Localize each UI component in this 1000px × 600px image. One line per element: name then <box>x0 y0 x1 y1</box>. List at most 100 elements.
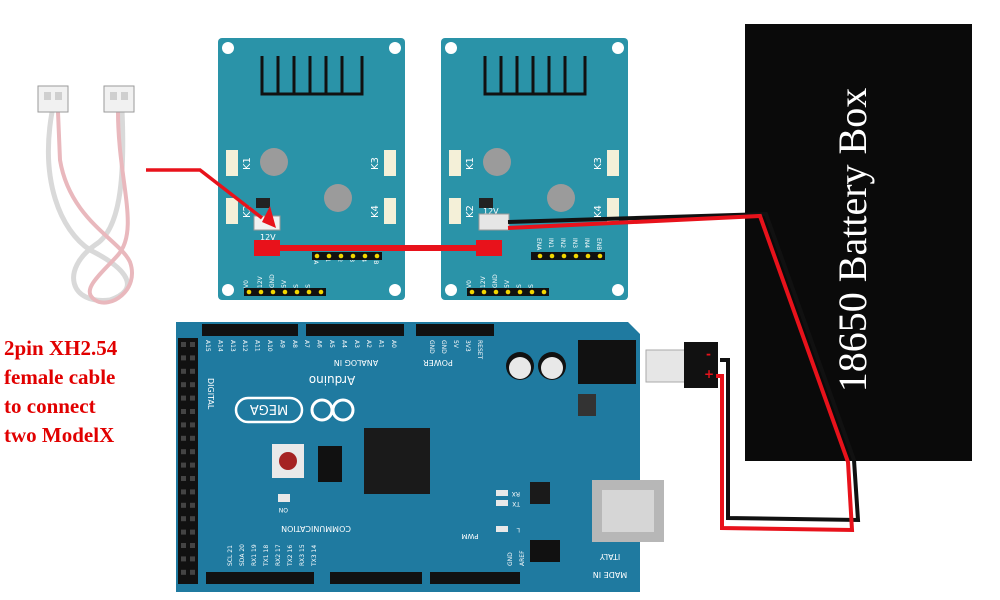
power-pin-label: GND <box>428 340 435 354</box>
battery-body <box>745 24 972 461</box>
header-hole <box>181 569 186 575</box>
header-pwm-2 <box>430 572 520 584</box>
power-label: GND <box>269 274 276 288</box>
power-label: 5V <box>281 279 288 288</box>
input-label: ENA <box>535 238 542 251</box>
header-hole <box>190 569 195 575</box>
header-hole <box>181 489 186 495</box>
relay-label: K4 <box>593 205 604 218</box>
icsp-header <box>318 446 342 482</box>
comm-pin-label: SCL 21 <box>227 545 234 566</box>
l-led <box>496 526 508 532</box>
header-hole <box>181 409 186 414</box>
header-power <box>416 324 494 336</box>
header-hole <box>181 502 186 508</box>
analog-pin-label: A0 <box>390 340 397 348</box>
section-pwm: PWM <box>461 532 478 540</box>
input-label: IN1 <box>547 238 554 248</box>
capacitor-top <box>509 357 531 379</box>
plug-barrel <box>645 349 687 383</box>
input-label: IN4 <box>583 238 590 248</box>
icsp-header-2 <box>530 540 560 562</box>
connector-slot <box>110 92 117 100</box>
header-hole <box>181 529 186 535</box>
voltage-regulator <box>578 394 596 416</box>
on-led-label: ON <box>279 506 288 513</box>
caption-line: 2pin XH2.54 <box>4 336 118 360</box>
capacitor <box>324 184 352 212</box>
analog-pin-label: A15 <box>204 340 211 352</box>
connector-slot <box>44 92 51 100</box>
header-hole <box>181 355 186 361</box>
tx-led <box>496 500 508 506</box>
power-labels: V0 12V GND 5V S S <box>243 274 312 288</box>
input-labels: ENA IN1 IN2 IN3 IN4 ENB <box>535 238 602 251</box>
analog-pin-label: A3 <box>353 340 360 348</box>
header-hole <box>190 342 195 347</box>
power-label: S <box>293 284 300 288</box>
terminal-block <box>384 150 396 176</box>
header-hole <box>190 382 195 388</box>
mount-hole <box>612 42 624 54</box>
l-led-label: L <box>516 526 520 533</box>
header-hole <box>190 489 195 495</box>
header-communication <box>206 572 314 584</box>
power-pin-label: GND <box>440 340 447 354</box>
analog-pin-label: A11 <box>254 340 261 352</box>
plug-neg-label: - <box>706 347 711 361</box>
header-hole <box>190 476 195 481</box>
driver-board-1: K1 K2 K3 K4 12V ENA IN1 IN2 IN3 IN4 ENB … <box>218 38 405 300</box>
driver-board-pcb <box>218 38 405 300</box>
header-hole <box>190 409 195 414</box>
comm-pin-label: TX2 16 <box>287 545 294 567</box>
pointer-arrow <box>262 206 276 228</box>
section-analog-in: ANALOG IN <box>334 358 379 367</box>
power-label: V0 <box>466 280 473 288</box>
heatsink <box>483 56 587 96</box>
relay-label: K3 <box>593 157 604 170</box>
relay-label: K2 <box>242 205 253 218</box>
terminal-block <box>226 150 238 176</box>
connector-slot <box>55 92 62 100</box>
power-label: 12V <box>480 275 487 288</box>
header-hole <box>181 543 186 548</box>
heatsink <box>260 56 364 96</box>
capacitor <box>547 184 575 212</box>
power-label: GND <box>492 274 499 288</box>
voltage-label: 12V <box>260 233 276 242</box>
terminal-block <box>449 150 461 176</box>
capacitor <box>483 148 511 176</box>
jumper <box>256 198 270 208</box>
terminal-block <box>607 150 619 176</box>
power-label: S <box>305 284 312 288</box>
dc-jack <box>578 340 636 384</box>
power-pin-label: 3V3 <box>464 340 471 352</box>
section-communication: COMMUNICATION <box>281 524 351 533</box>
country-label: ITALY <box>600 552 620 561</box>
comm-pin-label: SDA 20 <box>239 544 246 566</box>
battery-label: 18650 Battery Box <box>830 88 875 392</box>
xh-socket <box>478 213 510 231</box>
header-hole <box>190 449 195 455</box>
gnd-label: GND <box>507 552 514 566</box>
driver-board-2: K1 K2 K3 K4 12V ENA IN1 IN2 IN3 IN4 ENB … <box>441 38 628 300</box>
header-hole <box>190 543 195 548</box>
power-pin-label: 5V <box>452 340 459 349</box>
plug-pos-label: + <box>704 367 714 381</box>
header-analog-low <box>306 324 404 336</box>
connector-slot <box>121 92 128 100</box>
capacitor <box>260 148 288 176</box>
header-holes <box>181 342 195 575</box>
analog-pin-label: A10 <box>266 340 273 352</box>
terminal-block <box>384 198 396 224</box>
aref-label: AREF <box>519 550 526 566</box>
header-pwm <box>330 572 422 584</box>
mount-hole <box>222 42 234 54</box>
comm-pin-labels: SCL 21 SDA 20 RX1 19 TX1 18 RX2 17 TX2 1… <box>227 544 318 567</box>
relay-label: K2 <box>465 205 476 218</box>
mount-hole <box>445 42 457 54</box>
reset-button-cap[interactable] <box>279 452 297 470</box>
input-label: IN3 <box>571 238 578 248</box>
